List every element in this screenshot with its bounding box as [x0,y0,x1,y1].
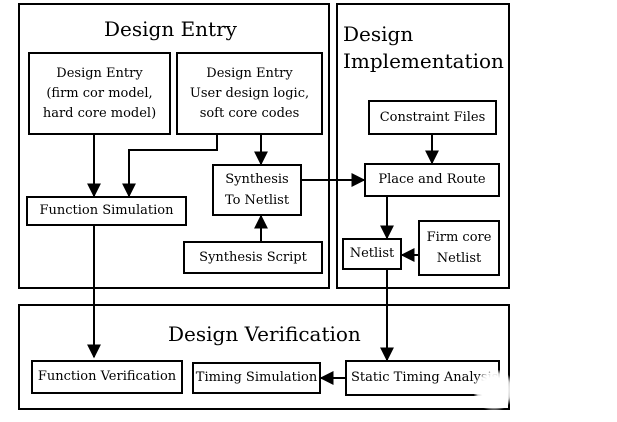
firm-core-netlist-box: Firm core Netlist [418,220,500,276]
function-simulation-box: Function Simulation [26,196,187,226]
firm-core-netlist-line1: Firm core [426,230,492,245]
synthesis-script-label: Synthesis Script [199,249,307,265]
design-entry-user-logic-line1: Design Entry [206,65,293,81]
constraint-files-label: Constraint Files [379,109,486,125]
design-verification-title: Design Verification [168,322,361,346]
design-implementation-title-line1: Design [343,22,414,46]
synthesis-line1: Synthesis [225,172,289,187]
design-entry-core-models-line1: Design Entry [56,65,143,81]
timing-simulation-label: Timing Simulation [195,370,318,385]
firm-core-netlist-line2: Netlist [436,251,482,266]
design-implementation-title: Design Implementation [343,21,504,75]
synthesis-to-netlist-box: Synthesis To Netlist [212,164,302,216]
design-entry-core-models-line2: (firm cor model, [46,85,153,101]
design-entry-user-logic-line2: User design logic, [189,85,310,101]
design-entry-core-models-line3: hard core model) [42,105,157,121]
timing-simulation-box: Timing Simulation [192,362,321,394]
place-and-route-label: Place and Route [378,172,486,187]
design-entry-user-logic-box: Design Entry User design logic, soft cor… [176,52,323,135]
design-implementation-title-line2: Implementation [343,49,504,73]
place-and-route-box: Place and Route [364,163,500,197]
synthesis-script-box: Synthesis Script [183,241,323,274]
function-verification-box: Function Verification [31,360,183,394]
constraint-files-box: Constraint Files [368,100,497,135]
design-entry-user-logic-line3: soft core codes [199,105,300,121]
function-simulation-label: Function Simulation [39,203,174,218]
image-smudge [474,370,514,410]
synthesis-line2: To Netlist [224,193,290,208]
netlist-box: Netlist [342,238,402,270]
design-entry-title: Design Entry [104,17,237,41]
design-entry-core-models-box: Design Entry (firm cor model, hard core … [28,52,171,135]
function-verification-label: Function Verification [37,369,177,384]
netlist-label: Netlist [349,246,395,261]
static-timing-analysis-label: Static Timing Analysis [351,370,499,385]
